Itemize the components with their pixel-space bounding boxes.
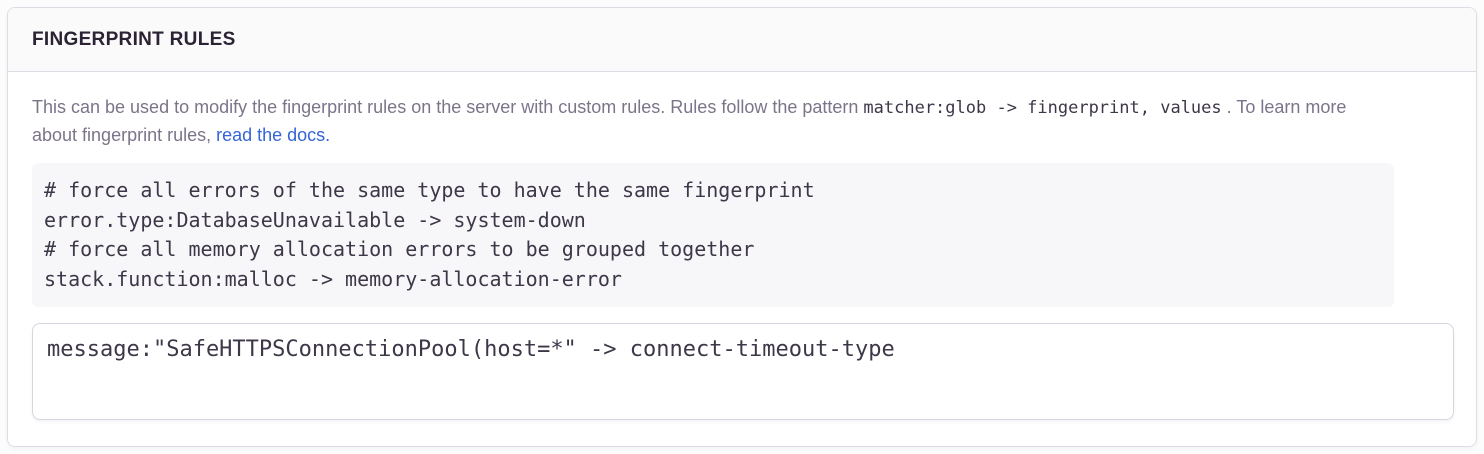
pattern-inline-code: matcher:glob -> fingerprint, values bbox=[863, 98, 1222, 118]
panel-body: This can be used to modify the fingerpri… bbox=[8, 72, 1476, 446]
example-code-line: # force all errors of the same type to h… bbox=[44, 178, 815, 202]
description-text-before: This can be used to modify the fingerpri… bbox=[32, 97, 864, 117]
example-code-block: # force all errors of the same type to h… bbox=[32, 163, 1394, 307]
panel-header: FINGERPRINT RULES bbox=[8, 8, 1476, 72]
description-text-after: . To learn more about fingerprint rules, bbox=[32, 97, 1347, 145]
panel-title: FINGERPRINT RULES bbox=[32, 28, 236, 50]
example-code-line: error.type:DatabaseUnavailable -> system… bbox=[44, 207, 586, 232]
fingerprint-rules-panel: FINGERPRINT RULES This can be used to mo… bbox=[7, 7, 1477, 447]
read-the-docs-link[interactable]: read the docs. bbox=[216, 125, 331, 145]
description-paragraph: This can be used to modify the fingerpri… bbox=[32, 94, 1347, 149]
example-code-line: # force all memory allocation errors to … bbox=[44, 237, 755, 261]
fingerprint-rules-textarea[interactable]: message:"SafeHTTPSConnectionPool(host=*"… bbox=[32, 323, 1454, 420]
example-code-line: stack.function:malloc -> memory-allocati… bbox=[44, 266, 622, 291]
